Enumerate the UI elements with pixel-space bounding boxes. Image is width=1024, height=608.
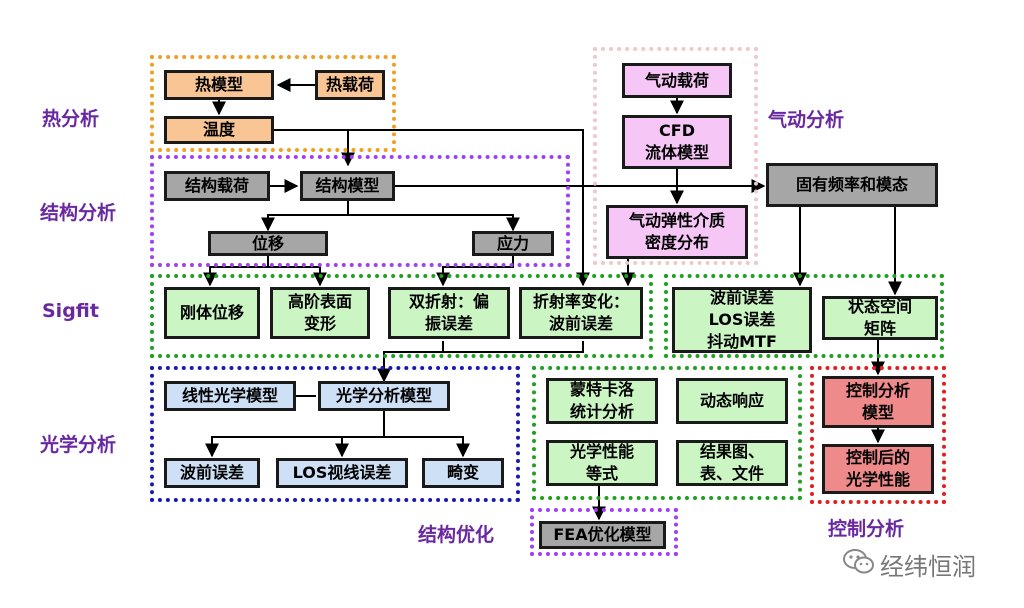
node-linear-optical-model: 线性光学模型 xyxy=(164,381,296,411)
label-thermal-analysis: 热分析 xyxy=(42,108,100,130)
structural-group-frame xyxy=(150,155,570,267)
node-aero-load: 气动载荷 xyxy=(622,63,732,98)
node-results-charts-files: 结果图、 表、文件 xyxy=(676,440,788,486)
node-wavefront-error: 波前误差 xyxy=(164,458,260,488)
node-refractive-index-wavefront-error: 折射率变化： 波前误差 xyxy=(519,287,643,339)
node-structural-load: 结构载荷 xyxy=(164,171,270,201)
node-state-space-matrix: 状态空间 矩阵 xyxy=(822,296,938,340)
node-optical-performance-equation: 光学性能 等式 xyxy=(546,440,658,486)
label-optical-analysis: 光学分析 xyxy=(40,434,117,456)
aero-group-frame xyxy=(593,47,758,265)
node-stress: 应力 xyxy=(472,231,554,256)
optical-group-frame xyxy=(150,366,520,502)
node-cfd-fluid-model: CFD 流体模型 xyxy=(622,115,732,169)
wechat-icon xyxy=(843,549,874,574)
node-optical-analysis-model: 光学分析模型 xyxy=(318,381,450,411)
dynamics-group-frame xyxy=(532,366,802,500)
label-structural-analysis: 结构分析 xyxy=(40,202,117,224)
node-thermal-load: 热载荷 xyxy=(315,70,385,100)
node-los-error: LOS视线误差 xyxy=(276,458,408,488)
node-displacement: 位移 xyxy=(208,231,328,256)
node-fea-optimization-model: FEA优化模型 xyxy=(539,521,666,549)
node-high-order-surface-deformation: 高阶表面 变形 xyxy=(270,287,370,339)
node-wavefront-los-jitter-mtf: 波前误差 LOS误差 抖动MTF xyxy=(672,287,812,353)
sigfit-right-group-frame xyxy=(664,274,944,358)
node-rigid-body-displacement: 刚体位移 xyxy=(164,287,260,339)
label-sigfit: Sigfit xyxy=(42,300,99,322)
sigfit-group-frame xyxy=(150,274,653,358)
node-structural-model: 结构模型 xyxy=(300,171,395,201)
node-temperature: 温度 xyxy=(164,116,274,144)
node-thermal-model: 热模型 xyxy=(164,70,274,100)
label-aero-analysis: 气动分析 xyxy=(768,109,845,131)
thermal-group-frame xyxy=(150,55,396,152)
node-birefringence-polarization-error: 双折射：偏 振误差 xyxy=(388,287,510,339)
node-dynamic-response: 动态响应 xyxy=(676,378,788,424)
node-monte-carlo-statistics: 蒙特卡洛 统计分析 xyxy=(546,378,658,424)
node-control-analysis-model: 控制分析 模型 xyxy=(822,376,934,428)
node-controlled-optical-performance: 控制后的 光学性能 xyxy=(822,444,934,494)
node-aeroelastic-density: 气动弹性介质 密度分布 xyxy=(606,205,748,259)
struct-opt-group-frame xyxy=(530,508,678,556)
watermark-text: 经纬恒润 xyxy=(880,553,976,581)
node-distortion: 畸变 xyxy=(422,458,504,488)
label-control-analysis: 控制分析 xyxy=(828,518,905,540)
node-natural-frequency-modes: 固有频率和模态 xyxy=(766,163,938,207)
label-structural-optimization: 结构优化 xyxy=(418,524,495,546)
control-group-frame xyxy=(810,366,946,504)
